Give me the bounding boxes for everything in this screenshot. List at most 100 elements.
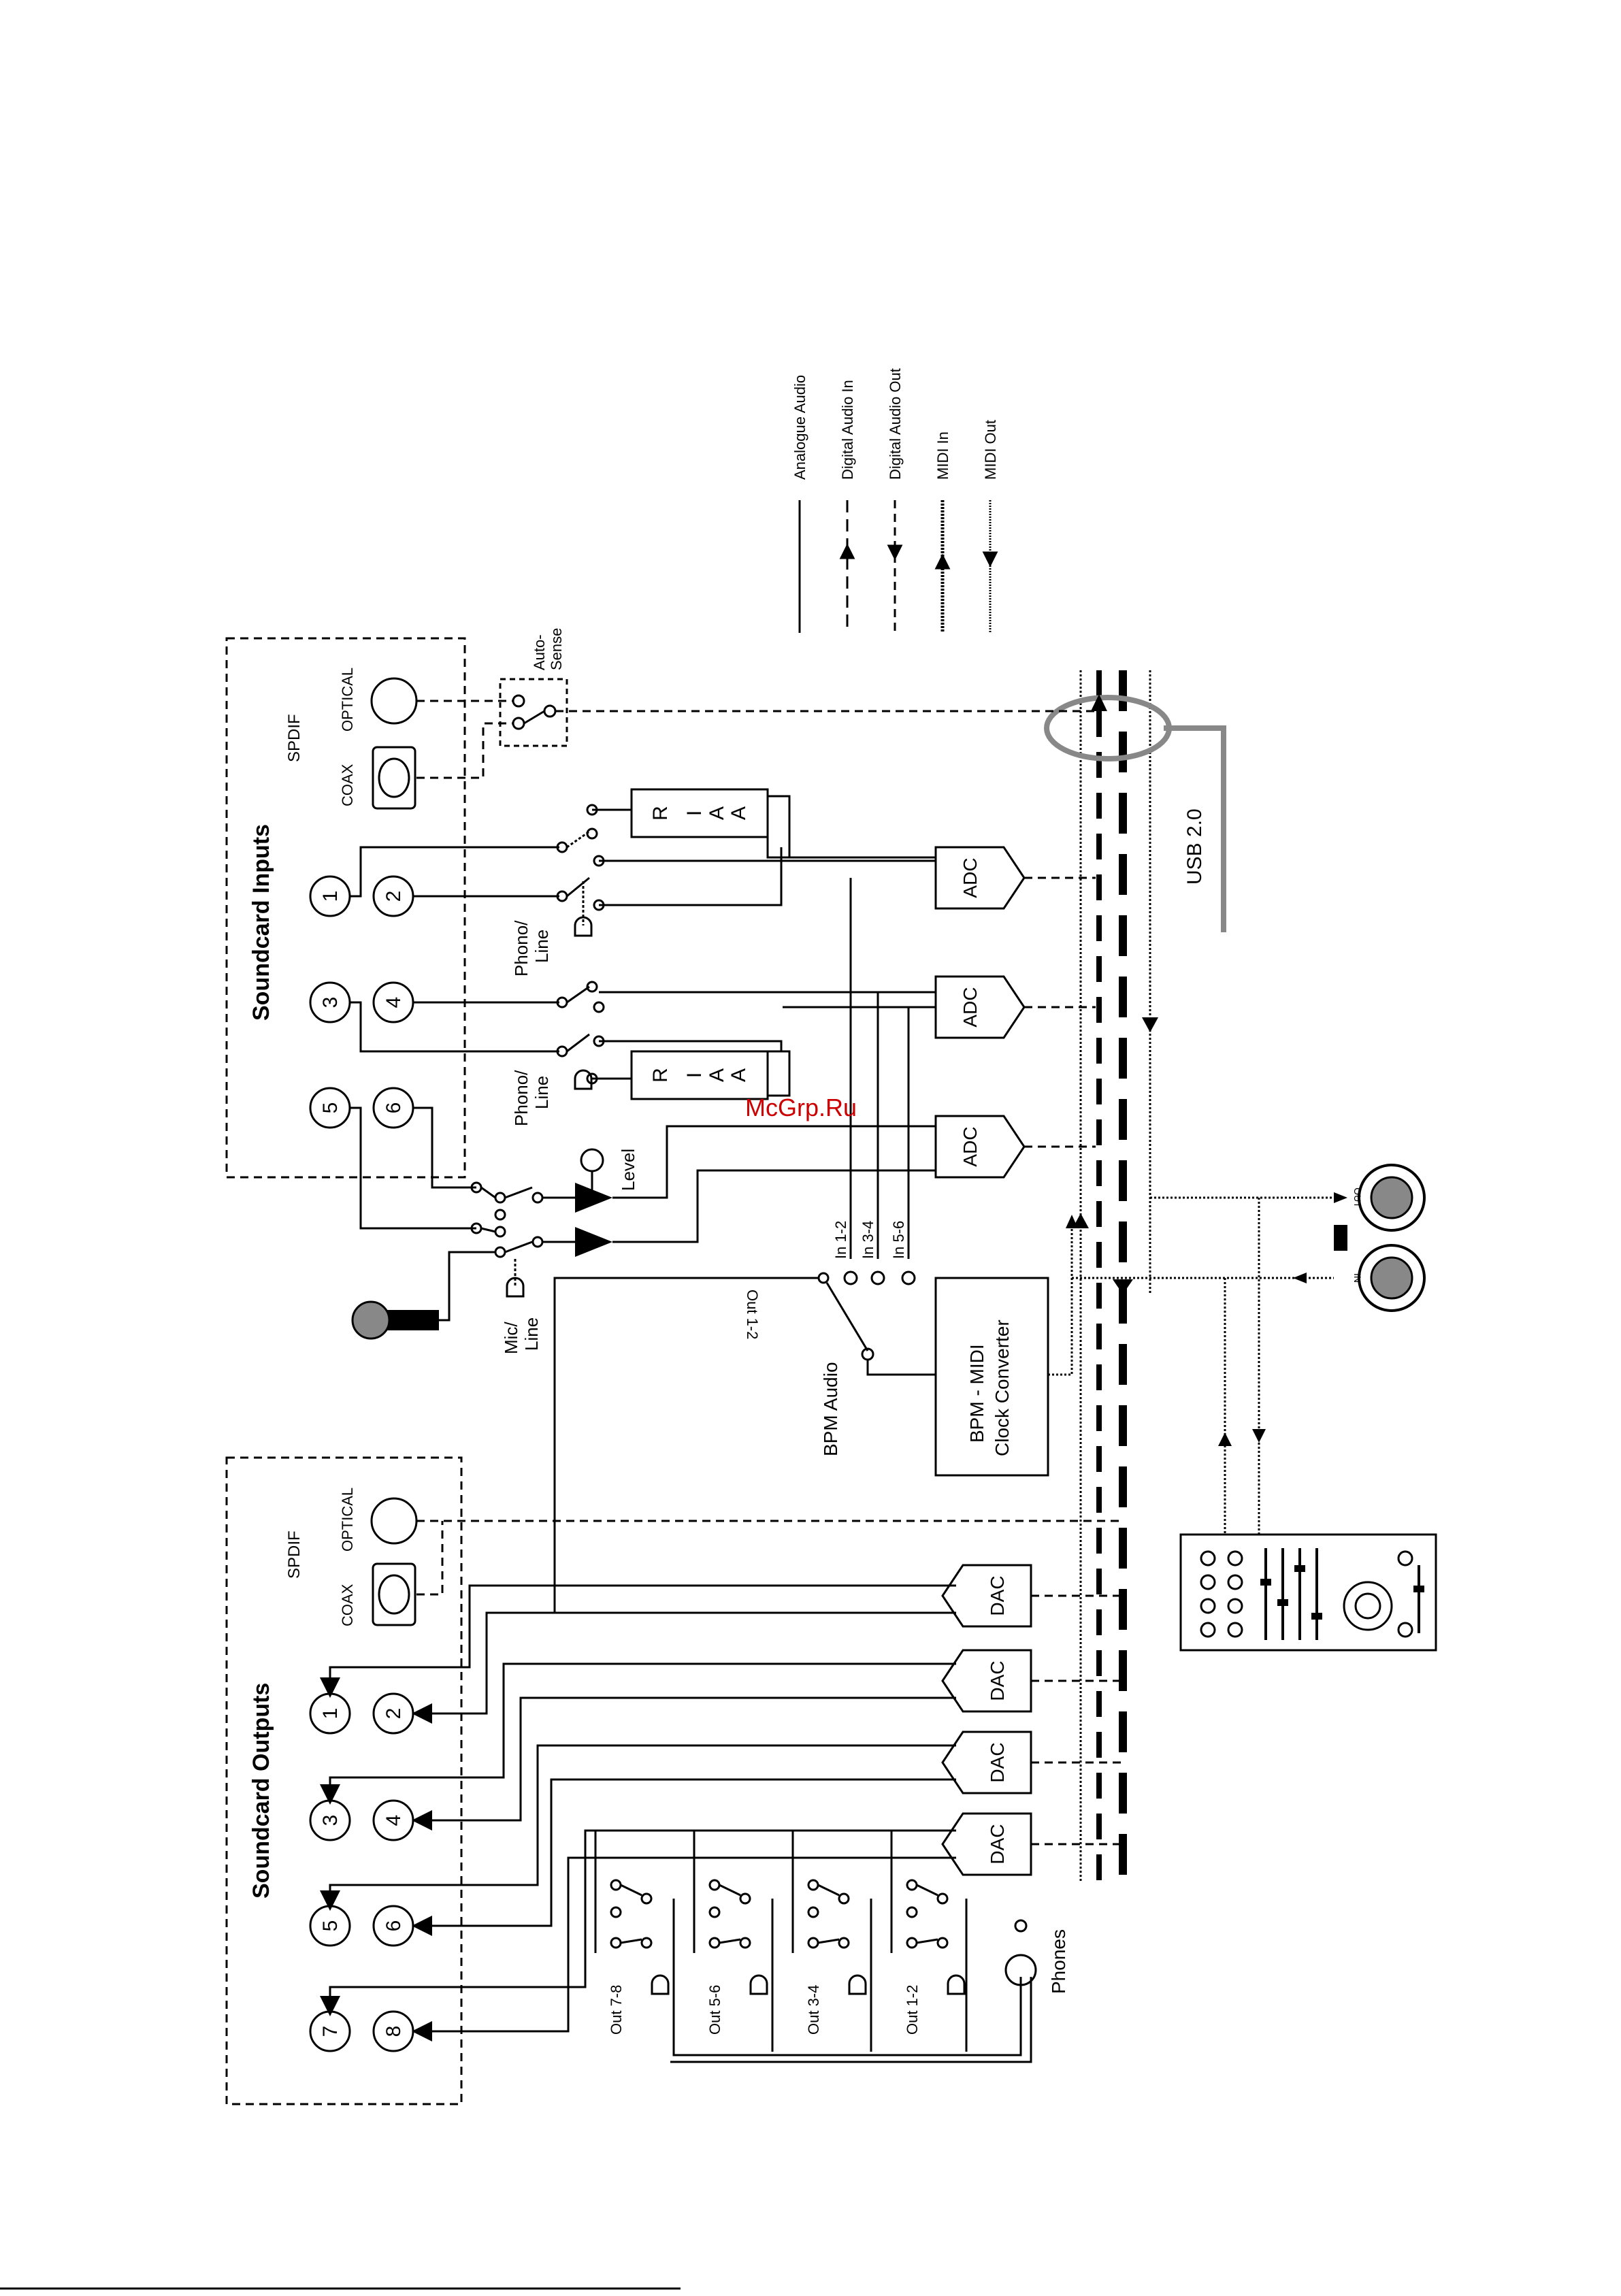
phones-selector: [610, 1879, 1037, 2063]
midi-out-port[interactable]: [1358, 1164, 1426, 1232]
legend-midi-in: MIDI In: [934, 431, 951, 480]
riaa-preamp-2: [630, 1050, 769, 1100]
dac-4: [941, 1812, 1032, 1876]
output-jack-5-label: 5: [319, 1920, 342, 1932]
mic-line-switch[interactable]: [506, 1277, 525, 1298]
input-jack-3-label: 3: [319, 997, 342, 1008]
bpm-in-12-label: In 1-2: [832, 1221, 849, 1259]
phones-switch-out-56[interactable]: [708, 1879, 768, 1995]
out-34-label: Out 3-4: [805, 1985, 822, 2035]
level-label: Level: [618, 1149, 638, 1191]
outputs-coax-label: COAX: [339, 1584, 356, 1626]
inputs-box: [225, 637, 466, 1179]
mic-line-label-b: Line: [521, 1317, 542, 1351]
dac-3: [941, 1731, 1032, 1794]
input-jack-1-label: 1: [319, 891, 342, 902]
legend-digital-audio-out: Digital Audio Out: [887, 368, 904, 480]
output-jack-8-label: 8: [382, 2026, 405, 2037]
phones-jack[interactable]: [1004, 1954, 1037, 1986]
phones-switch-out-78[interactable]: [610, 1879, 670, 1995]
midi-out-label: OUT: [1352, 1187, 1363, 1208]
bpm-in-56-label: In 5-6: [890, 1221, 907, 1259]
mic-amp-2: [575, 1227, 612, 1257]
outputs-box: [225, 1456, 463, 2105]
dj-controller-icon: [1179, 1533, 1437, 1652]
dac-2: [941, 1649, 1032, 1713]
bpm-audio-label: BPM Audio: [820, 1362, 841, 1456]
phones-switch-out-12[interactable]: [906, 1879, 966, 1995]
output-jack-1-label: 1: [319, 1708, 342, 1720]
riaa-2-a2: A: [727, 1068, 750, 1082]
input-jack-4-label: 4: [382, 997, 405, 1008]
legend-midi-out: MIDI Out: [982, 420, 999, 480]
legend-arrow-digital-in: [839, 543, 855, 559]
riaa-1-r: R: [649, 806, 672, 821]
usb-label: USB 2.0: [1183, 808, 1206, 885]
bus-midi-in-arrow: [1073, 1213, 1089, 1228]
auto-sense-box: [499, 678, 568, 747]
phono-line-2-label-b: Line: [531, 1076, 552, 1109]
output-jack-2-label: 2: [382, 1708, 405, 1720]
output-jack-4-label: 4: [382, 1815, 405, 1826]
dac-1-label: DAC: [987, 1575, 1008, 1616]
microphone-icon: [351, 1300, 439, 1340]
bpm-in-34-label: In 3-4: [859, 1221, 877, 1259]
phones-label: Phones: [1048, 1929, 1069, 1994]
input-jack-2-label: 2: [382, 891, 405, 902]
outputs-optical-label: OPTICAL: [339, 1488, 356, 1552]
outputs-title: Soundcard Outputs: [248, 1683, 274, 1899]
bus-digital-in-arrow: [1091, 694, 1107, 711]
adc-3: [934, 1115, 1026, 1179]
input-coax-socket: [378, 757, 410, 798]
riaa-2-r: R: [649, 1068, 672, 1083]
out-78-label: Out 7-8: [608, 1985, 625, 2035]
output-jack-6-label: 6: [382, 1920, 405, 1932]
inputs-coax-label: COAX: [339, 764, 356, 806]
phono-line-switch-2[interactable]: [574, 1069, 593, 1090]
riaa-2-i: I: [683, 1072, 706, 1078]
phono-line-1-label-a: Phono/: [511, 920, 531, 977]
adc-1: [934, 846, 1026, 910]
output-coax-jack[interactable]: [372, 1562, 416, 1626]
output-optical-jack[interactable]: [370, 1497, 418, 1545]
riaa-1-i: I: [683, 810, 706, 816]
watermark-text: McGrp.Ru: [745, 1094, 857, 1121]
usb-cable: [1164, 725, 1226, 932]
bpm-box-label-1: BPM - MIDI: [966, 1344, 987, 1443]
phono-line-switches: [556, 804, 605, 1090]
mic-line-label-a: Mic/: [501, 1322, 521, 1354]
adc-3-label: ADC: [960, 1126, 981, 1166]
output-jack-3-label: 3: [319, 1815, 342, 1826]
input-optical-jack[interactable]: [370, 677, 418, 725]
input-jack-6-label: 6: [382, 1102, 405, 1114]
phono-line-2-label-a: Phono/: [511, 1070, 531, 1126]
bus-digital-out-arrow: [1113, 1279, 1133, 1294]
dac-3-label: DAC: [987, 1742, 1008, 1782]
adc-1-label: ADC: [960, 857, 981, 898]
level-knob[interactable]: [580, 1148, 604, 1172]
bpm-out-12-label: Out 1-2: [744, 1290, 761, 1339]
bpm-midi-clock-converter: [934, 1277, 1049, 1477]
outputs-spdif-label: SPDIF: [285, 1530, 304, 1579]
midi-in-label: IN: [1352, 1273, 1363, 1283]
legend-arrow-midi-out: [982, 551, 998, 568]
dac-2-label: DAC: [987, 1660, 1008, 1701]
midi-in-port[interactable]: [1358, 1244, 1426, 1312]
midi-ports: OUT IN: [1072, 1164, 1426, 1545]
inputs-spdif-label: SPDIF: [285, 714, 304, 762]
auto-sense-label-1: Auto-: [531, 634, 548, 670]
phones-switch-out-34[interactable]: [807, 1879, 867, 1995]
legend: [798, 500, 998, 633]
mic-amp-1: [575, 1183, 612, 1213]
adc-blocks: [934, 846, 1026, 1179]
phono-line-switch-1[interactable]: [574, 916, 593, 937]
phono-line-1-label-b: Line: [531, 930, 552, 963]
output-jack-7-label: 7: [319, 2026, 342, 2037]
input-coax-jack[interactable]: [372, 746, 416, 810]
riaa-2-a: A: [706, 1068, 728, 1082]
input-wiring: [350, 788, 936, 1230]
output-wiring: [320, 1584, 956, 2041]
output-coax-socket: [378, 1574, 410, 1615]
legend-analogue-audio: Analogue Audio: [791, 375, 808, 480]
riaa-1-a2: A: [727, 806, 750, 820]
